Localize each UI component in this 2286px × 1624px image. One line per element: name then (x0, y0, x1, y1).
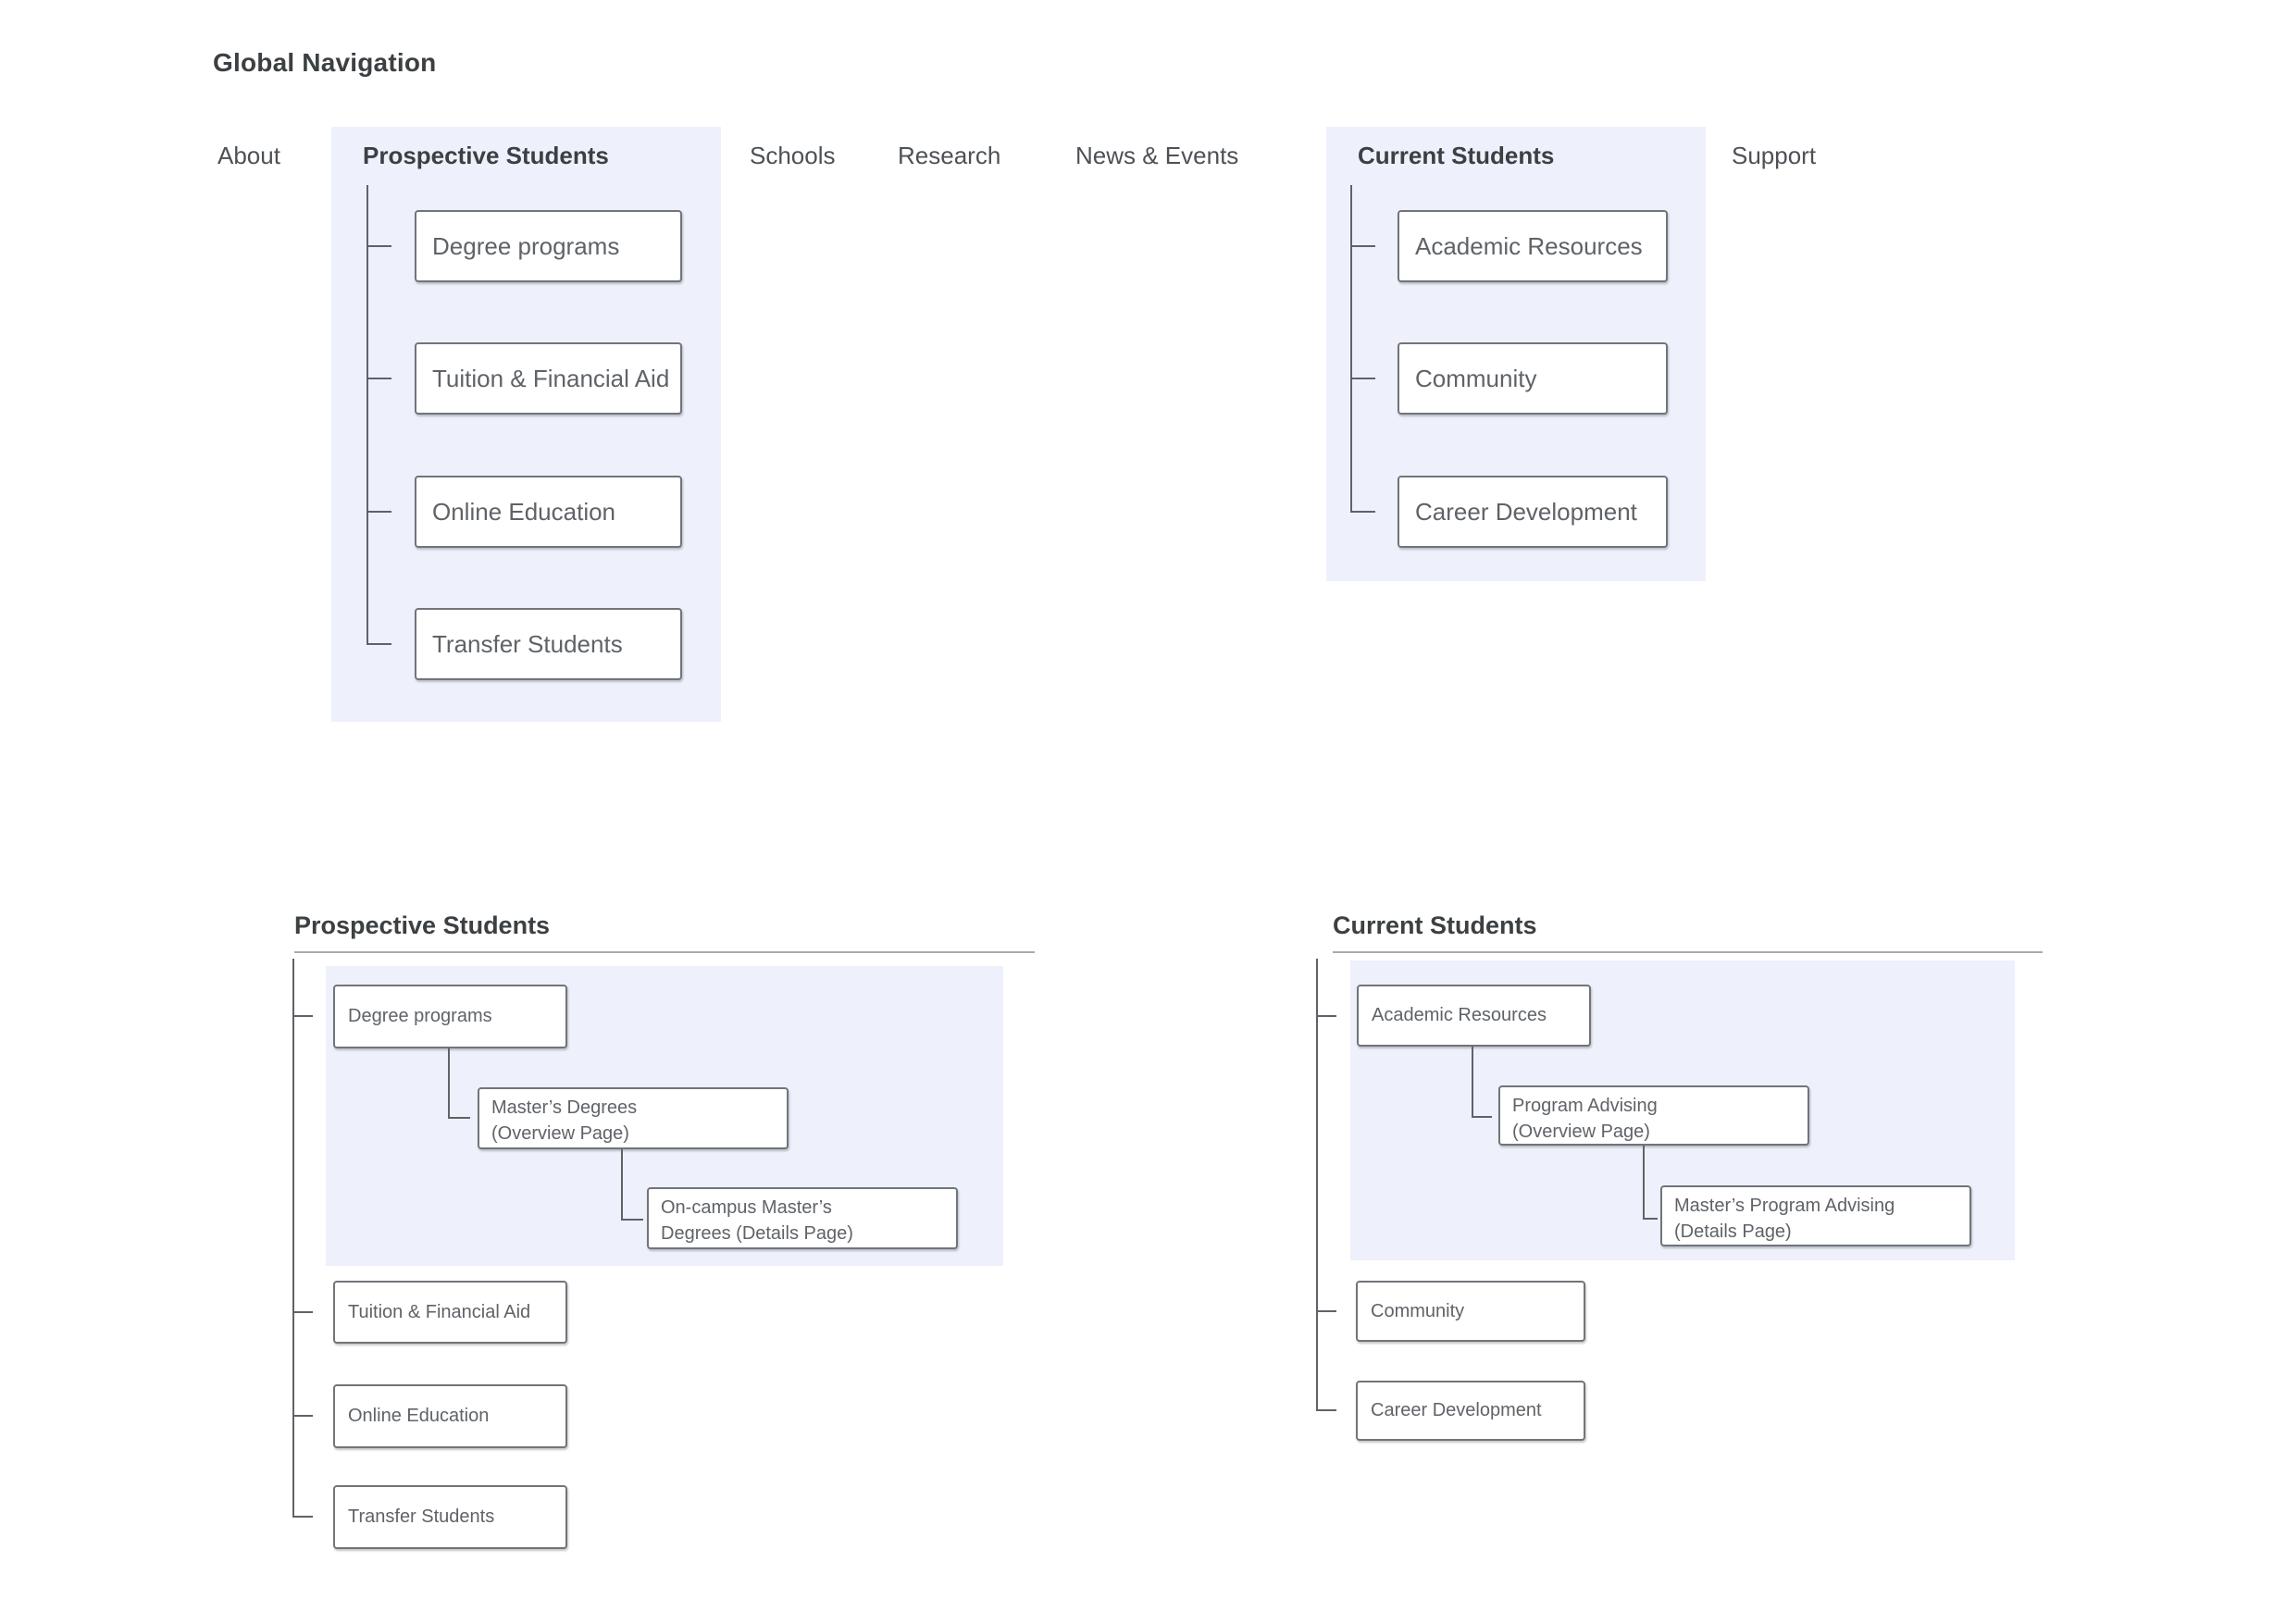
node-label: Career Development (1415, 497, 1637, 526)
elbow-connector-horizontal (1643, 1218, 1658, 1220)
connector-stub (1350, 378, 1375, 379)
connector-stub (367, 643, 391, 645)
nav-item-news-events[interactable]: News & Events (1075, 142, 1239, 169)
connector-stub (292, 1015, 313, 1017)
section-divider (294, 951, 1035, 953)
tree-node-career-development[interactable]: Career Development (1356, 1381, 1585, 1441)
tree-node-oncampus-masters-details[interactable]: On-campus Master’s Degrees (Details Page… (647, 1187, 958, 1249)
tree-vertical-line (1316, 959, 1318, 1411)
node-label: On-campus Master’s Degrees (Details Page… (661, 1197, 853, 1244)
connector-stub (292, 1311, 313, 1313)
nav-node-academic-resources[interactable]: Academic Resources (1398, 210, 1668, 282)
connector-stub (1316, 1015, 1336, 1017)
nav-item-research[interactable]: Research (898, 142, 1001, 169)
connector-stub (367, 245, 391, 247)
tree-node-tuition-financial-aid[interactable]: Tuition & Financial Aid (333, 1281, 567, 1344)
elbow-connector-horizontal (621, 1219, 643, 1221)
tree-node-academic-resources[interactable]: Academic Resources (1357, 985, 1591, 1047)
node-label: Degree programs (348, 1006, 492, 1026)
nav-item-about[interactable]: About (217, 142, 280, 169)
nav-item-prospective-students[interactable]: Prospective Students (363, 142, 609, 169)
node-label: Community (1415, 364, 1537, 392)
node-label: Transfer Students (348, 1506, 495, 1527)
elbow-connector-horizontal (448, 1117, 470, 1119)
node-label: Academic Resources (1372, 1005, 1547, 1025)
node-label: Degree programs (432, 231, 620, 260)
section-heading-prospective: Prospective Students (294, 911, 551, 939)
elbow-connector-vertical (621, 1149, 623, 1221)
connector-stub (1316, 1310, 1336, 1312)
node-label: Tuition & Financial Aid (348, 1301, 531, 1322)
tree-node-community[interactable]: Community (1356, 1281, 1585, 1342)
nav-node-tuition-financial-aid[interactable]: Tuition & Financial Aid (415, 342, 682, 415)
elbow-connector-horizontal (1472, 1116, 1492, 1118)
elbow-connector-vertical (1472, 1047, 1473, 1118)
connector-vertical-line (367, 185, 368, 645)
tree-node-transfer-students[interactable]: Transfer Students (333, 1485, 567, 1549)
page-title: Global Navigation (213, 48, 437, 77)
nav-node-community[interactable]: Community (1398, 342, 1668, 415)
connector-stub (367, 378, 391, 379)
nav-node-transfer-students[interactable]: Transfer Students (415, 608, 682, 680)
node-label: Online Education (348, 1406, 490, 1426)
tree-node-program-advising-overview[interactable]: Program Advising (Overview Page) (1498, 1085, 1809, 1146)
section-divider (1333, 951, 2043, 953)
section-heading-current: Current Students (1333, 911, 1537, 939)
nav-node-online-education[interactable]: Online Education (415, 476, 682, 548)
node-label: Transfer Students (432, 629, 623, 658)
node-label: Program Advising (Overview Page) (1512, 1096, 1658, 1142)
nav-node-career-development[interactable]: Career Development (1398, 476, 1668, 548)
nav-node-degree-programs[interactable]: Degree programs (415, 210, 682, 282)
connector-stub (292, 1415, 313, 1417)
node-label: Master’s Degrees (Overview Page) (491, 1097, 638, 1144)
connector-stub (1316, 1409, 1336, 1411)
node-label: Online Education (432, 497, 616, 526)
elbow-connector-vertical (1643, 1146, 1645, 1220)
node-label: Career Development (1371, 1400, 1542, 1420)
nav-item-current-students[interactable]: Current Students (1358, 142, 1555, 169)
connector-stub (1350, 245, 1375, 247)
tree-node-degree-programs[interactable]: Degree programs (333, 985, 567, 1048)
connector-stub (367, 511, 391, 513)
node-label: Academic Resources (1415, 231, 1643, 260)
connector-stub (292, 1516, 313, 1518)
tree-node-online-education[interactable]: Online Education (333, 1384, 567, 1448)
tree-node-masters-program-advising-details[interactable]: Master’s Program Advising (Details Page) (1660, 1185, 1971, 1246)
node-label: Tuition & Financial Aid (432, 364, 670, 392)
node-label: Community (1371, 1300, 1465, 1321)
elbow-connector-vertical (448, 1048, 450, 1119)
tree-vertical-line (292, 959, 294, 1518)
nav-item-support[interactable]: Support (1732, 142, 1817, 169)
connector-vertical-line (1350, 185, 1352, 513)
connector-stub (1350, 511, 1375, 513)
tree-node-masters-degrees-overview[interactable]: Master’s Degrees (Overview Page) (478, 1087, 789, 1149)
node-label: Master’s Program Advising (Details Page) (1674, 1196, 1895, 1242)
nav-item-schools[interactable]: Schools (750, 142, 836, 169)
